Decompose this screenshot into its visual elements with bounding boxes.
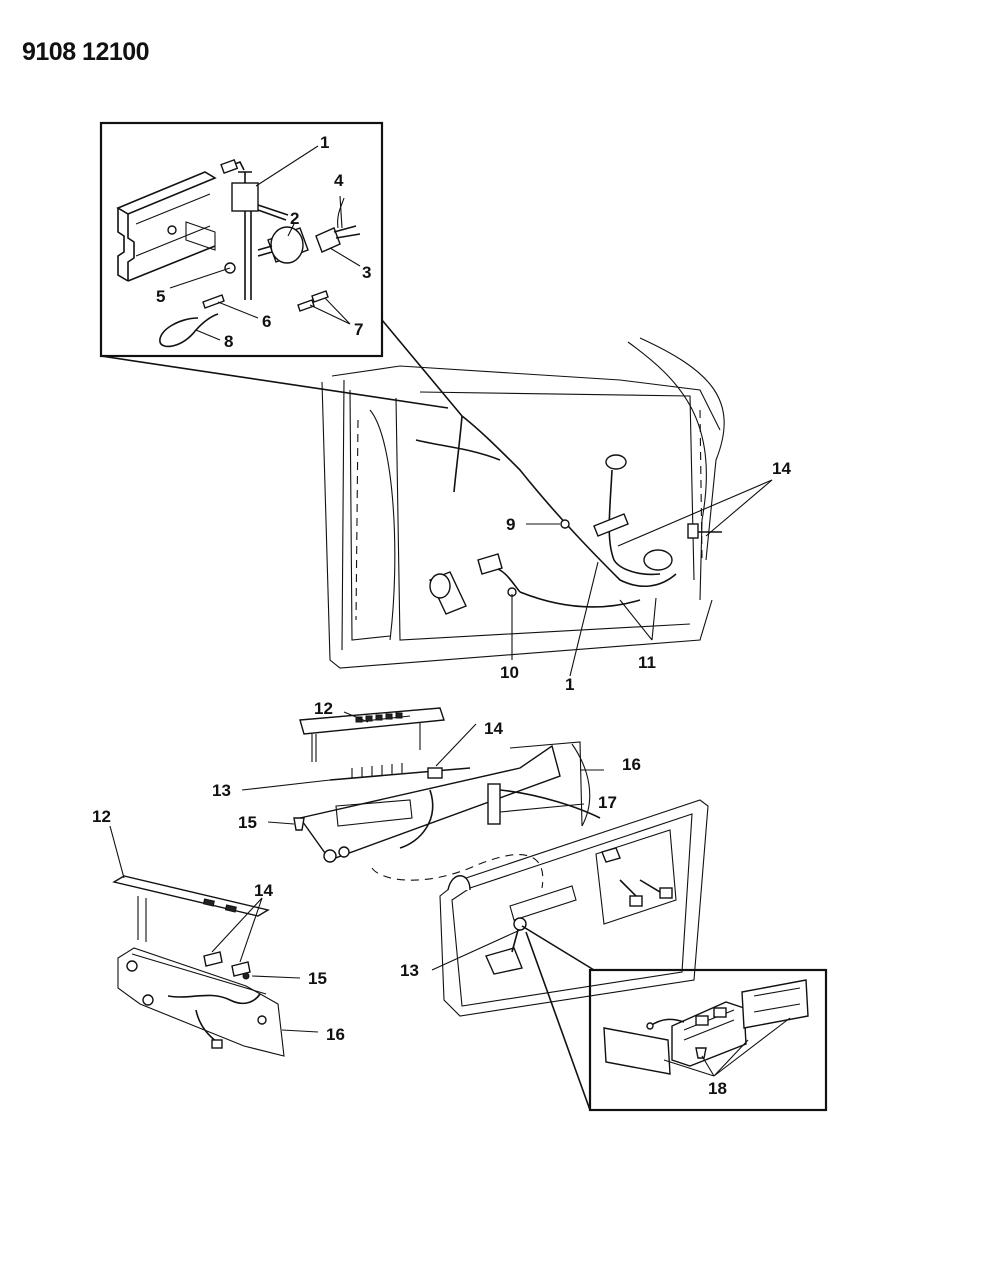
callout-10: 10 — [500, 663, 519, 682]
callout-13-top: 13 — [212, 781, 231, 800]
callout-14-top: 14 — [484, 719, 503, 738]
callout-16-left: 16 — [326, 1025, 345, 1044]
callout-3: 3 — [362, 263, 371, 282]
callout-4: 4 — [334, 171, 344, 190]
diagram-code: 9108 12100 — [22, 38, 150, 66]
callout-11: 11 — [638, 653, 656, 672]
inset-switch-detail — [521, 925, 828, 1112]
callout-5: 5 — [156, 287, 165, 306]
callout-1-mid: 1 — [565, 675, 574, 694]
callout-12-left: 12 — [92, 807, 111, 826]
callout-14-mid: 14 — [772, 459, 791, 478]
callout-15-left: 15 — [308, 969, 327, 988]
callout-2: 2 — [290, 209, 299, 228]
callout-15-top: 15 — [238, 813, 257, 832]
callout-6: 6 — [262, 312, 271, 331]
callout-9: 9 — [506, 515, 515, 534]
callout-8: 8 — [224, 332, 233, 351]
inset-lock-actuator — [99, 121, 384, 358]
door-inner-panel — [321, 337, 773, 677]
callout-1-top: 1 — [320, 133, 329, 152]
callout-12-top: 12 — [314, 699, 333, 718]
callout-17: 17 — [598, 793, 617, 812]
callout-16-top: 16 — [622, 755, 641, 774]
callout-13-bottom: 13 — [400, 961, 419, 980]
alternate-bezel-assembly — [109, 825, 319, 1057]
callout-18: 18 — [708, 1079, 727, 1098]
callout-labels: 1 2 3 4 5 6 7 8 9 10 1 11 14 12 14 13 16… — [92, 133, 791, 1098]
trim-panel-assembly — [241, 707, 709, 1017]
callout-14-left: 14 — [254, 881, 273, 900]
callout-7: 7 — [354, 320, 363, 339]
